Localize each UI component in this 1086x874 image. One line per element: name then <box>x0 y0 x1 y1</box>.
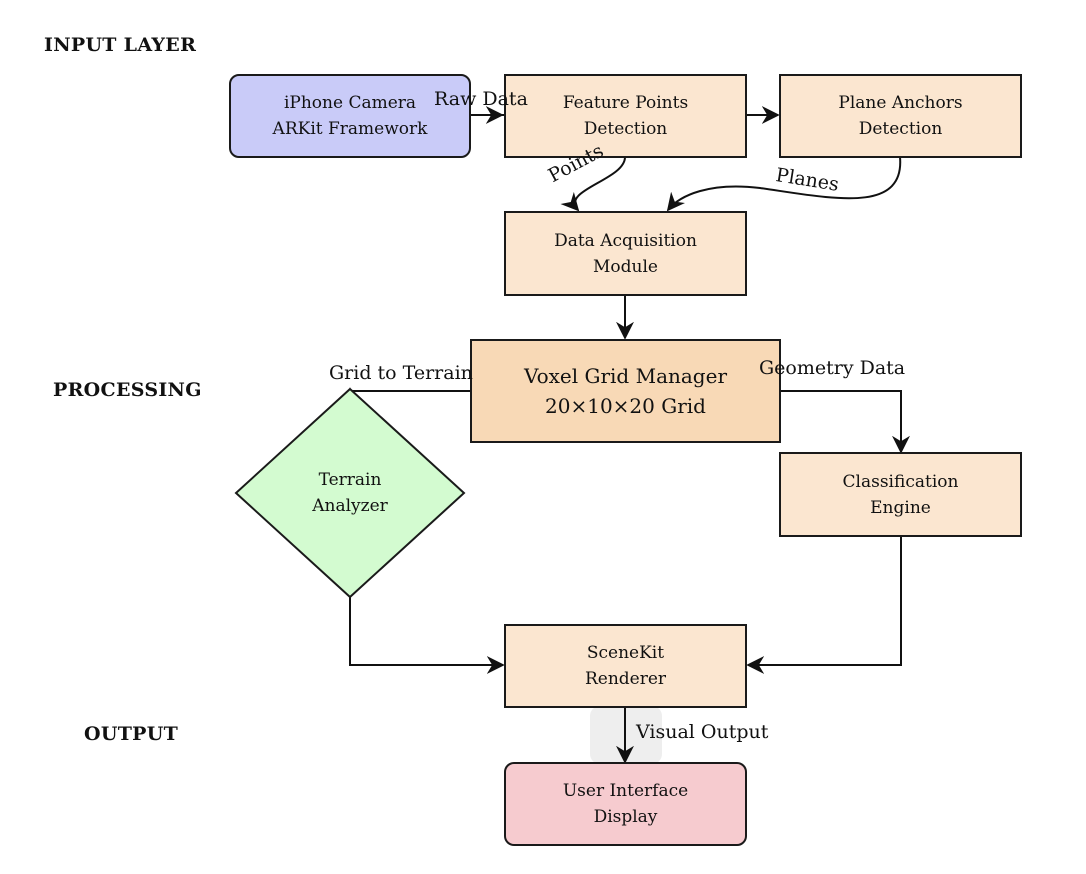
user-interface-label: User Interface Display <box>562 781 689 827</box>
edge-grid-to-terrain <box>341 387 471 406</box>
voxel-grid-label: Voxel Grid Manager 20×10×20 Grid <box>523 364 728 418</box>
classification-engine-label: Classification Engine <box>842 471 959 518</box>
data-acquisition-label: Data Acquisition Module <box>554 230 697 277</box>
layer-label-processing: PROCESSING <box>53 379 202 401</box>
plane-anchors-node: Plane Anchors Detection <box>779 74 1022 158</box>
iphone-camera-label: iPhone Camera ARKit Framework <box>272 93 428 139</box>
layer-label-output: OUTPUT <box>84 723 179 745</box>
layer-label-input: INPUT LAYER <box>44 34 197 56</box>
classification-engine-node: Classification Engine <box>779 452 1022 537</box>
feature-points-label: Feature Points Detection <box>562 93 689 139</box>
edge-planes <box>666 156 902 212</box>
voxel-grid-node: Voxel Grid Manager 20×10×20 Grid <box>470 339 781 443</box>
scenekit-renderer-node: SceneKit Renderer <box>504 624 747 708</box>
scenekit-renderer-label: SceneKit Renderer <box>584 643 667 689</box>
edge-label-raw-data: Raw Data <box>434 88 528 110</box>
user-interface-node: User Interface Display <box>504 762 747 846</box>
data-acquisition-node: Data Acquisition Module <box>504 211 747 296</box>
iphone-camera-node: iPhone Camera ARKit Framework <box>229 74 471 158</box>
edge-label-grid-to-terrain: Grid to Terrain <box>329 362 473 384</box>
edge-classification-to-renderer <box>746 536 902 674</box>
terrain-analyzer-shape <box>234 387 466 599</box>
terrain-analyzer-label: Terrain Analyzer <box>312 470 388 516</box>
edge-label-geometry-data: Geometry Data <box>759 357 906 379</box>
edge-label-visual-output: Visual Output <box>636 721 769 743</box>
feature-points-node: Feature Points Detection <box>504 74 747 158</box>
edge-geometry-data <box>780 390 910 454</box>
edge-terrain-to-renderer <box>349 597 505 674</box>
edge-points <box>560 156 626 212</box>
plane-anchors-label: Plane Anchors Detection <box>838 93 963 139</box>
